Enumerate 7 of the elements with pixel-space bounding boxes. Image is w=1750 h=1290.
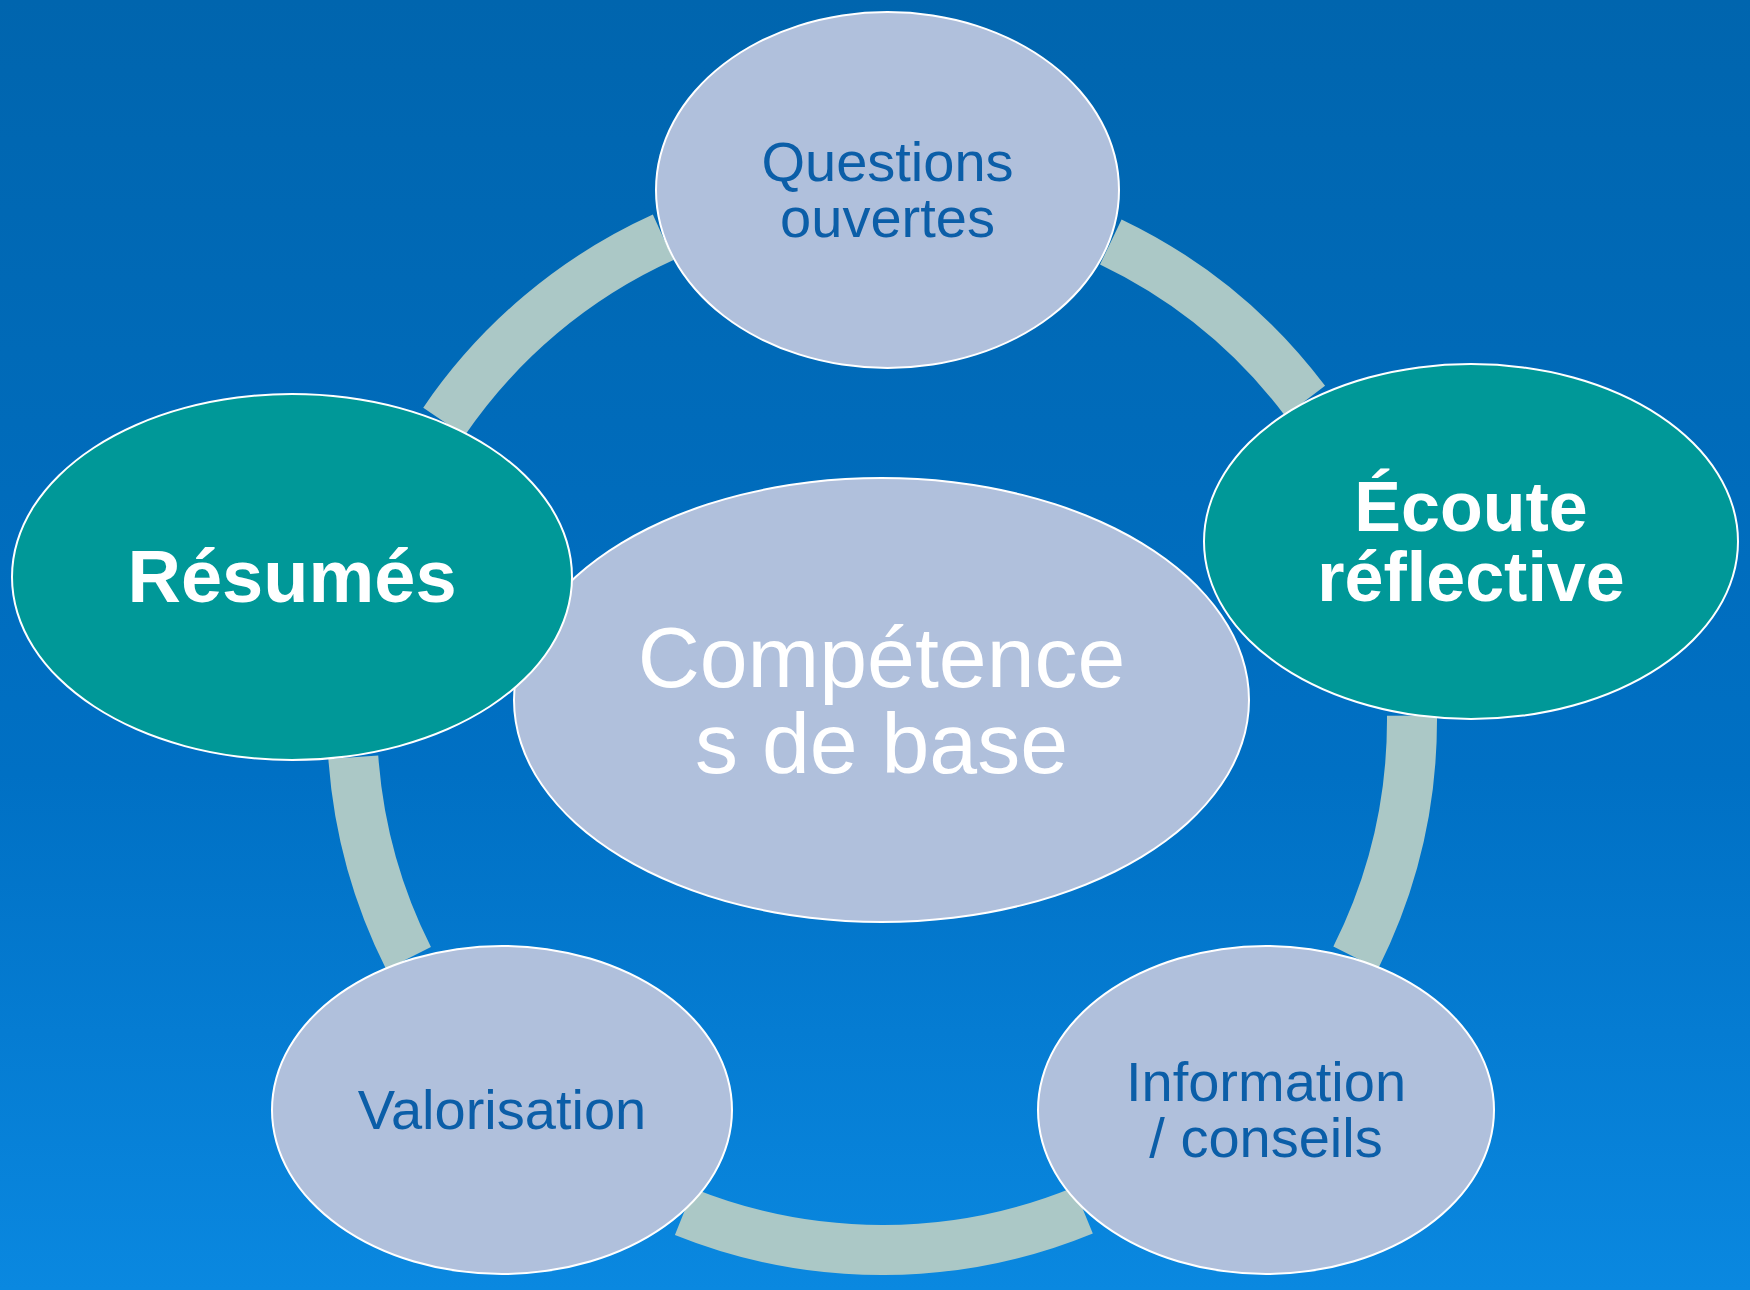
node-label: Information / conseils [1124, 1054, 1408, 1166]
node-label: Questions ouvertes [760, 134, 1015, 246]
ring-connector [1332, 714, 1437, 968]
node-label: Résumés [127, 540, 457, 614]
node-label: Valorisation [357, 1082, 647, 1138]
ring-connector [328, 754, 432, 969]
node-label: Compétence s de base [636, 614, 1127, 786]
